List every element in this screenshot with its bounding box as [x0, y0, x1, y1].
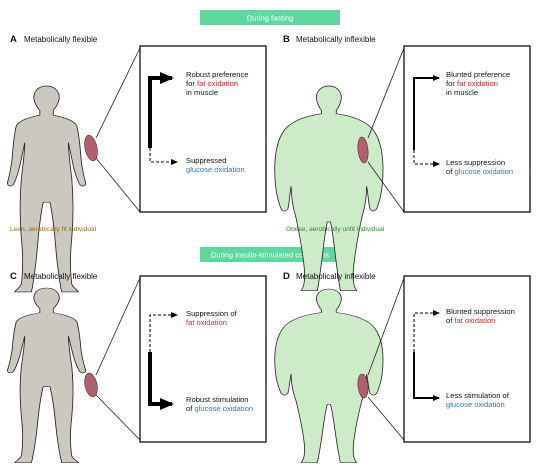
thick-arrow	[148, 72, 174, 148]
text-line: Blunted suppression	[446, 307, 515, 316]
thick-arrow	[148, 352, 174, 410]
lean-body-figure	[7, 287, 87, 464]
dashed-arrow	[413, 150, 440, 167]
panel-d-letter: D	[283, 271, 290, 282]
banner-insulin-label: During insulin-stimulated conditions	[211, 251, 329, 260]
thin-solid-arrow	[413, 352, 440, 401]
outcome-top-text: Blunted preference for fat oxidation in …	[446, 70, 512, 97]
glucose-oxidation-label: glucose oxidation	[446, 400, 505, 409]
zoom-line-lower	[95, 157, 141, 213]
fat-oxidation-label: fat oxidation	[197, 79, 238, 88]
zoom-line-lower	[367, 161, 405, 213]
text-line: Less suppression	[446, 158, 505, 167]
panel-b-caption: Obese, aerobically unfit individual	[286, 226, 385, 233]
panel-b: B Metabolically inflexible Blunted prefe…	[274, 34, 531, 292]
thigh-muscle-icon	[357, 373, 369, 399]
lean-body-figure	[7, 85, 87, 293]
dashed-arrow	[413, 310, 440, 352]
fat-oxidation-label: fat oxidation	[454, 316, 495, 325]
text-line: in muscle	[446, 88, 478, 97]
panel-a-caption: Lean, aerobically fit individual	[10, 226, 97, 233]
zoom-line-upper	[95, 277, 141, 376]
panel-c-title: Metabolically flexible	[24, 272, 98, 281]
banner-fasting-label: During fasting	[247, 14, 293, 23]
text-line: of	[446, 167, 454, 176]
text-line: Suppressed	[186, 156, 227, 165]
zoom-line-upper	[367, 277, 405, 376]
outcome-bottom-text: Suppressed glucose oxidation	[186, 156, 245, 174]
panel-a: A Metabolically flexible Robust preferen…	[7, 34, 267, 293]
fat-oxidation-label: fat oxidation	[457, 79, 498, 88]
fat-oxidation-label: fat oxidation	[186, 318, 227, 327]
panel-c: C Metabolically flexible Suppression of …	[7, 271, 267, 464]
panel-b-title: Metabolically inflexible	[296, 35, 376, 44]
thigh-muscle-icon	[84, 134, 98, 162]
text-line: Robust stimulation	[186, 395, 248, 404]
text-line: Blunted preference	[446, 70, 510, 79]
glucose-oxidation-label: glucose oxidation	[194, 404, 253, 413]
panel-d: D Metabolically inflexible Blunted suppr…	[274, 271, 531, 464]
text-line: of	[446, 316, 454, 325]
banner-fasting: During fasting	[200, 10, 340, 25]
outcome-bottom-text: Less suppression of glucose oxidation	[446, 158, 513, 176]
zoom-line-upper	[95, 47, 141, 139]
outcome-top-text: Blunted suppression of fat oxidation	[446, 307, 517, 325]
text-line: for	[186, 79, 197, 88]
outcome-bottom-text: Less stimulation of glucose oxidation	[446, 391, 511, 409]
text-line: Robust preference	[186, 70, 248, 79]
obese-body-figure	[274, 288, 384, 464]
zoom-line-lower	[95, 394, 141, 441]
zoom-line-lower	[367, 396, 405, 441]
glucose-oxidation-label: glucose oxidation	[186, 165, 245, 174]
panel-d-title: Metabolically inflexible	[296, 272, 376, 281]
outcome-bottom-text: Robust stimulation of glucose oxidation	[186, 395, 253, 413]
panel-b-letter: B	[283, 34, 290, 45]
zoom-box	[403, 45, 531, 213]
text-line: Suppression of	[186, 309, 238, 318]
outcome-top-text: Robust preference for fat oxidation in m…	[186, 70, 251, 97]
banner-fasting-bg	[200, 10, 340, 25]
glucose-oxidation-label: glucose oxidation	[454, 167, 513, 176]
zoom-line-upper	[367, 47, 405, 139]
text-line: Less stimulation of	[446, 391, 510, 400]
thigh-muscle-icon	[357, 136, 369, 164]
outcome-top-text: Suppression of fat oxidation	[186, 309, 239, 327]
panel-a-title: Metabolically flexible	[24, 35, 98, 44]
text-line: of	[186, 404, 194, 413]
zoom-box	[139, 45, 267, 213]
zoom-box	[139, 275, 267, 443]
thin-solid-arrow	[413, 75, 440, 150]
text-line: in muscle	[186, 88, 218, 97]
text-line: for	[446, 79, 457, 88]
zoom-box	[403, 275, 531, 443]
dashed-arrow	[149, 148, 178, 165]
panel-a-letter: A	[10, 34, 17, 45]
thigh-muscle-icon	[84, 372, 98, 398]
dashed-arrow	[149, 312, 178, 352]
panel-c-letter: C	[10, 271, 17, 282]
